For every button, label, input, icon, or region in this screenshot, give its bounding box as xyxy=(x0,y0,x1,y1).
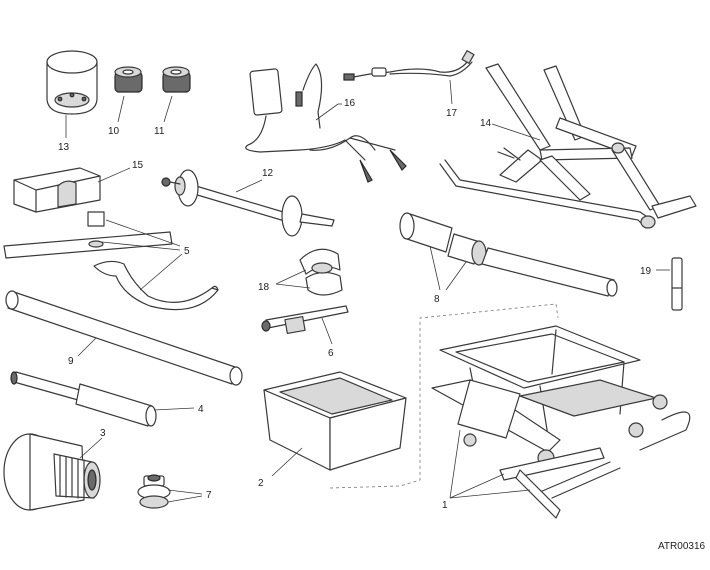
part-2-tray xyxy=(263,371,407,477)
part-6-rod xyxy=(261,305,349,345)
callout-16: 16 xyxy=(344,98,356,109)
callout-8: 8 xyxy=(434,294,440,305)
callout-3: 3 xyxy=(100,428,106,439)
callout-4: 4 xyxy=(198,404,204,415)
part-17-cable xyxy=(343,50,475,105)
callout-13: 13 xyxy=(58,142,70,153)
callout-2: 2 xyxy=(258,478,264,489)
part-7-fittings xyxy=(137,474,203,509)
callout-15: 15 xyxy=(132,160,144,171)
callout-18: 18 xyxy=(258,282,270,293)
part-1-lift-jack xyxy=(431,325,691,519)
part-8-tube-set xyxy=(399,212,618,297)
part-5-pin-wrench xyxy=(3,211,219,311)
callout-14: 14 xyxy=(480,118,492,129)
part-15-block xyxy=(13,167,131,213)
part-14-rear-stand xyxy=(439,63,697,229)
part-9-long-bar xyxy=(5,290,243,386)
part-19-pin xyxy=(656,257,683,311)
group-outline xyxy=(329,303,559,489)
part-3-threaded-spacer xyxy=(3,433,103,511)
callout-10: 10 xyxy=(108,126,120,137)
callout-12: 12 xyxy=(262,168,274,179)
callout-11: 11 xyxy=(154,126,165,137)
reference-code: ATR00316 xyxy=(658,541,706,552)
callout-19: 19 xyxy=(640,266,652,277)
callout-9: 9 xyxy=(68,356,74,367)
callout-1: 1 xyxy=(442,500,448,511)
part-10-grommet xyxy=(114,66,143,123)
part-11-grommet xyxy=(162,66,191,123)
callout-6: 6 xyxy=(328,348,334,359)
callout-7: 7 xyxy=(206,490,212,501)
callout-17: 17 xyxy=(446,108,458,119)
part-16-battery-charger xyxy=(245,63,407,183)
part-4-drift xyxy=(10,371,195,427)
callout-5: 5 xyxy=(184,246,190,257)
part-13-cup-tool xyxy=(46,50,98,138)
part-12-shaft xyxy=(161,169,335,237)
part-18-bushings xyxy=(275,248,343,296)
